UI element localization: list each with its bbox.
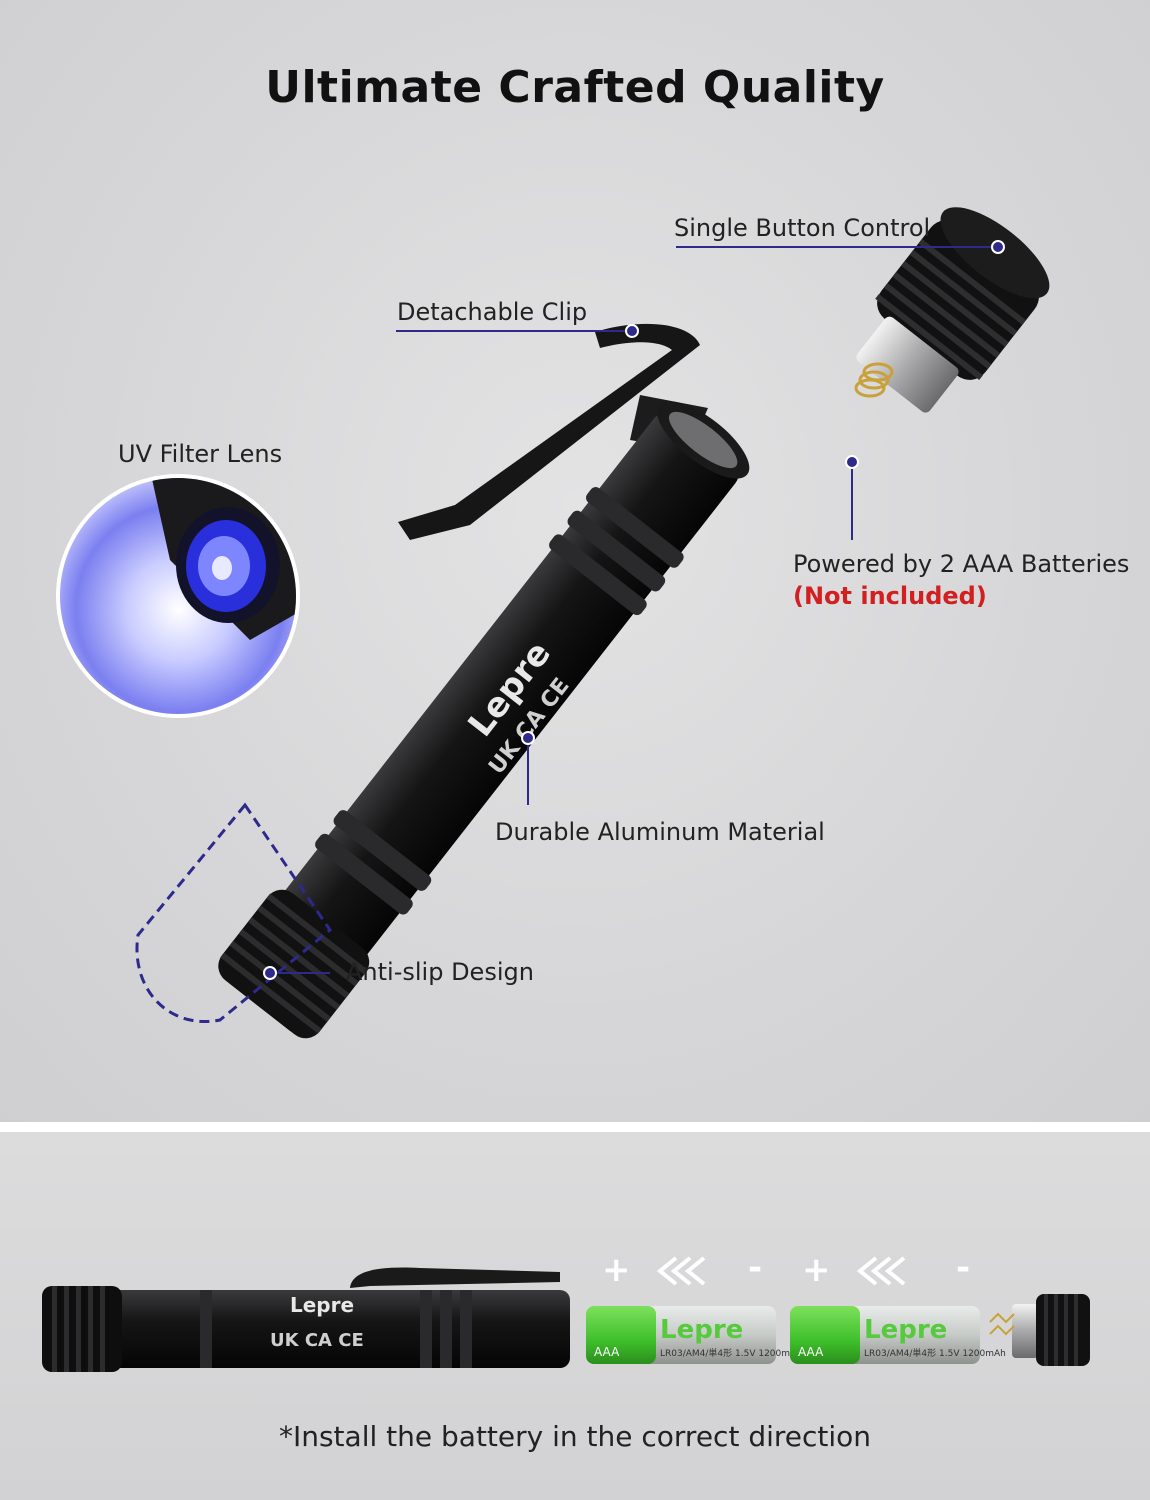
direction-arrows: [656, 1256, 906, 1286]
label-single-button: Single Button Control: [674, 214, 931, 242]
svg-text:Lepre: Lepre: [660, 1315, 743, 1345]
svg-text:AAA: AAA: [798, 1345, 824, 1359]
uv-lens-inset: [56, 474, 300, 718]
callout-dots: [263, 240, 1005, 980]
plus-sign-2: +: [802, 1250, 831, 1290]
label-durable: Durable Aluminum Material: [495, 818, 825, 846]
flashlight-body: Lepre UK CA CE: [218, 401, 750, 1039]
minus-sign-1: -: [748, 1248, 763, 1288]
panel-divider: [0, 1122, 1150, 1132]
label-anti-slip: Anti-slip Design: [346, 958, 534, 986]
horizontal-flashlight: Lepre UK CA CE: [42, 1267, 570, 1372]
label-uv-filter: UV Filter Lens: [118, 440, 283, 468]
spring-icon: [854, 362, 894, 398]
battery-1: Lepre AAA LR03/AM4/単4形 1.5V 1200mAh: [586, 1306, 802, 1364]
label-not-included: (Not included): [793, 582, 987, 610]
minus-sign-2: -: [956, 1248, 971, 1288]
svg-text:LR03/AM4/単4形 1.5V 1200mAh: LR03/AM4/単4形 1.5V 1200mAh: [660, 1347, 802, 1359]
tail-cap: [856, 207, 1050, 413]
cert-marks-small: UK CA CE: [270, 1330, 364, 1351]
page-title: Ultimate Crafted Quality: [265, 62, 885, 113]
install-note: *Install the battery in the correct dire…: [278, 1420, 872, 1453]
tail-cap-small: [989, 1294, 1090, 1366]
anti-slip-outline: [135, 802, 333, 1023]
brand-logo-small: Lepre: [290, 1293, 354, 1317]
svg-text:Lepre: Lepre: [864, 1315, 947, 1345]
callout-lines: [270, 246, 998, 974]
battery-2: Lepre AAA LR03/AM4/単4形 1.5V 1200mAh: [790, 1306, 1006, 1364]
plus-sign-1: +: [602, 1250, 631, 1290]
svg-text:AAA: AAA: [594, 1345, 620, 1359]
label-powered-by: Powered by 2 AAA Batteries: [793, 550, 1130, 578]
svg-text:LR03/AM4/単4形 1.5V 1200mAh: LR03/AM4/単4形 1.5V 1200mAh: [864, 1347, 1006, 1359]
label-detachable-clip: Detachable Clip: [397, 298, 588, 326]
